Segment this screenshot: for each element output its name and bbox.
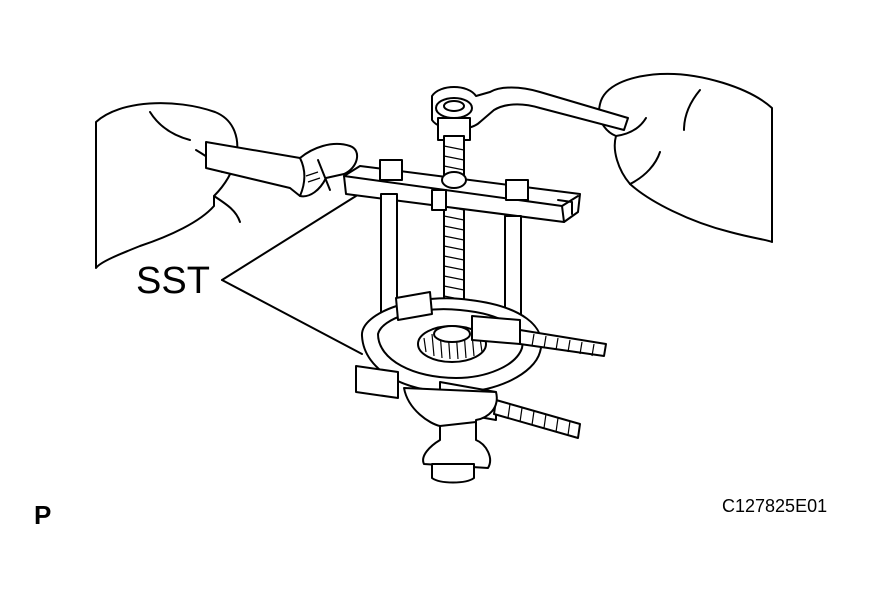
sst-leader-lines [221, 195, 363, 355]
puller-crossbar [343, 159, 581, 223]
figure-id: C127825E01 [722, 496, 828, 516]
corner-mark: P [34, 500, 52, 530]
adjustable-wrench-icon [205, 141, 359, 198]
differential-case-icon [403, 387, 498, 484]
sst-callout-label: SST [136, 260, 210, 302]
hand-right-illustration [598, 72, 773, 243]
hand-left-illustration [95, 102, 241, 269]
puller-bolts [493, 329, 607, 439]
